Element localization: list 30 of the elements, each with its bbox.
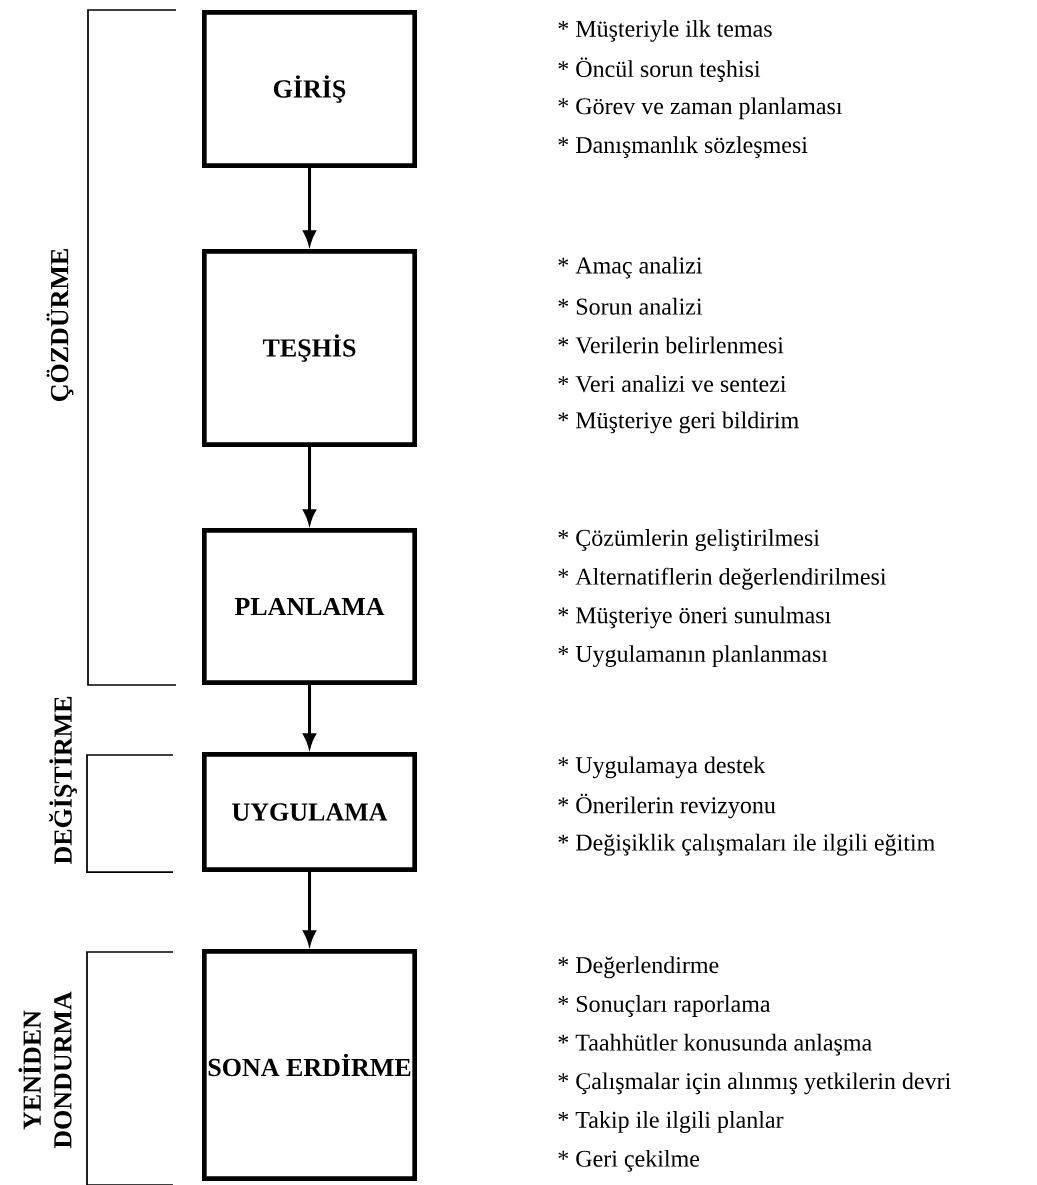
bullet-item: * Önerilerin revizyonu bbox=[558, 793, 776, 819]
bullet-item: * Veri analizi ve sentezi bbox=[558, 375, 787, 393]
bullet-item: * Amaç analizi bbox=[558, 256, 703, 279]
bullet-item: * Taahhütler konusunda anlaşma bbox=[558, 1033, 872, 1056]
bullet-item: * Değişiklik çalışmaları ile ilgili eğitim bbox=[558, 833, 935, 856]
bullet-item: * Müşteriyle ilk temas bbox=[558, 20, 772, 42]
bullet-item: * Sonuçları raporlama bbox=[558, 995, 771, 1017]
bullet-item: * Görev ve zaman planlaması bbox=[558, 97, 843, 120]
bullet-item: * Çözümlerin geliştirilmesi bbox=[558, 529, 820, 551]
bullet-item: * Uygulamaya destek bbox=[558, 756, 766, 779]
process-box: SONA ERDİRME bbox=[202, 949, 417, 1181]
bullet-item: * Çalışmalar için alınmış yetkilerin devri bbox=[558, 1072, 951, 1095]
bullet-item: * Uygulamanın planlanması bbox=[558, 645, 828, 668]
bullet-item: * Alternatiflerin değerlendirilmesi bbox=[558, 567, 887, 590]
phase-label: DEĞİŞTİRME bbox=[49, 696, 77, 865]
bullet-item: * Sorun analizi bbox=[558, 297, 703, 315]
bullet-item: * Öncül sorun teşhisi bbox=[558, 57, 761, 82]
process-box: PLANLAMA bbox=[202, 528, 417, 685]
phase-label: ÇÖZDÜRME bbox=[46, 249, 74, 401]
process-box: TEŞHİS bbox=[202, 249, 417, 447]
bullet-item: * Verilerin belirlenmesi bbox=[558, 336, 784, 354]
bullet-item: * Danışmanlık sözleşmesi bbox=[558, 136, 808, 158]
bullet-item: * Takip ile ilgili planlar bbox=[558, 1111, 784, 1133]
bullet-item: * Müşteriye geri bildirim bbox=[558, 411, 799, 434]
phase-label: YENİDEN DONDURMA bbox=[18, 991, 72, 1149]
bullet-item: * Müşteriye öneri sunulması bbox=[558, 606, 831, 629]
bullet-item: * Geri çekilme bbox=[558, 1149, 700, 1172]
bullet-item: * Değerlendirme bbox=[558, 956, 719, 979]
process-box: GİRİŞ bbox=[202, 10, 417, 168]
process-box: UYGULAMA bbox=[202, 752, 417, 872]
